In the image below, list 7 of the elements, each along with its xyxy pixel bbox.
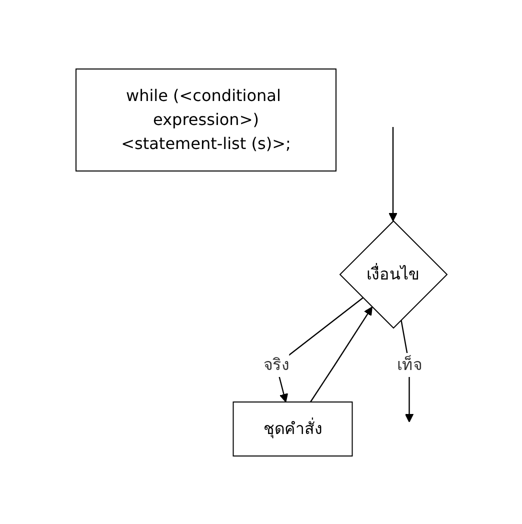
edge-label: เท็จ bbox=[396, 352, 422, 376]
edge-label: จริง bbox=[262, 352, 289, 376]
decision-diamond: เงื่อนไข bbox=[338, 220, 448, 328]
arrow bbox=[309, 306, 372, 402]
code-box: while (<conditional expression>) <statement-list (s)>; bbox=[75, 68, 336, 171]
process-box: ชุดคำสั่ง bbox=[232, 401, 352, 456]
arrow bbox=[388, 126, 397, 221]
